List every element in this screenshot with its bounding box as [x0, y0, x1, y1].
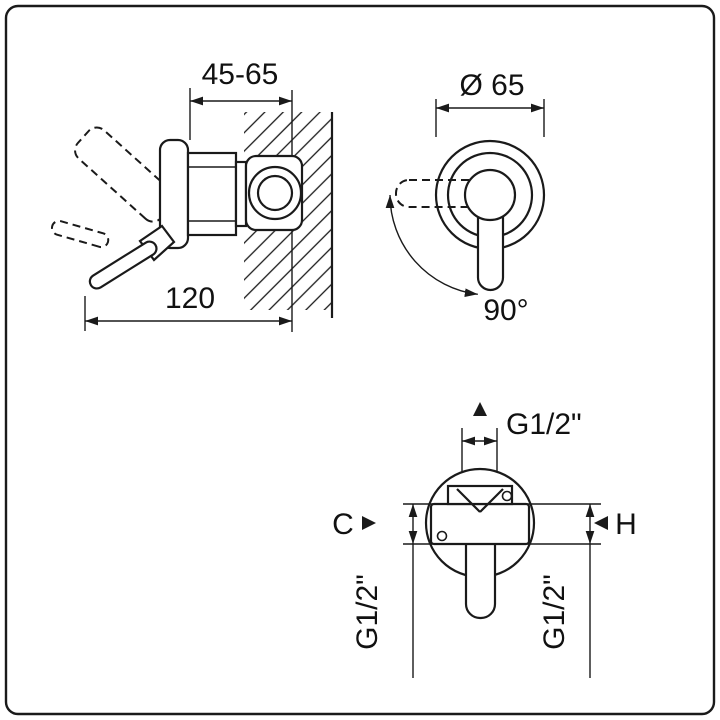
left-connection-label: G1/2" [351, 574, 384, 650]
arrow-up-marker [473, 402, 487, 416]
v-notch-right-line [479, 488, 504, 513]
dimension-h-label: H [615, 508, 637, 541]
valve-connector [234, 160, 248, 228]
side-view: 45-65 120 [50, 58, 334, 332]
screw-top-right [501, 490, 513, 502]
outlet-elbow-outer-circle [247, 165, 303, 221]
handle-base-circle [463, 168, 517, 222]
outlet-elbow-inner-circle [256, 174, 294, 212]
bottom-view: G1/2" C H G1/2" G1/2" [332, 402, 637, 678]
handle-down-dashed-outline [50, 219, 110, 249]
arrow-right-marker [362, 516, 376, 530]
right-connection-label: G1/2" [538, 574, 571, 650]
handle-lever-side [88, 240, 158, 290]
page-border [4, 4, 716, 716]
total-depth-dimension-label: 120 [165, 282, 215, 315]
dimension-c-label: C [332, 508, 354, 541]
depth-range-dimension-label: 45-65 [202, 58, 279, 91]
arrow-left-marker [594, 516, 608, 530]
valve-body [186, 151, 238, 237]
top-connection-label: G1/2" [506, 408, 582, 441]
front-view: Ø 65 90° [385, 69, 546, 327]
diameter-dimension-label: Ø 65 [459, 69, 524, 102]
rotation-angle-label: 90° [483, 294, 528, 327]
rotation-arc [385, 194, 478, 298]
v-notch-left-line [456, 488, 481, 513]
screw-bottom-left [436, 530, 448, 542]
handle-up-dashed-outline [74, 126, 176, 223]
